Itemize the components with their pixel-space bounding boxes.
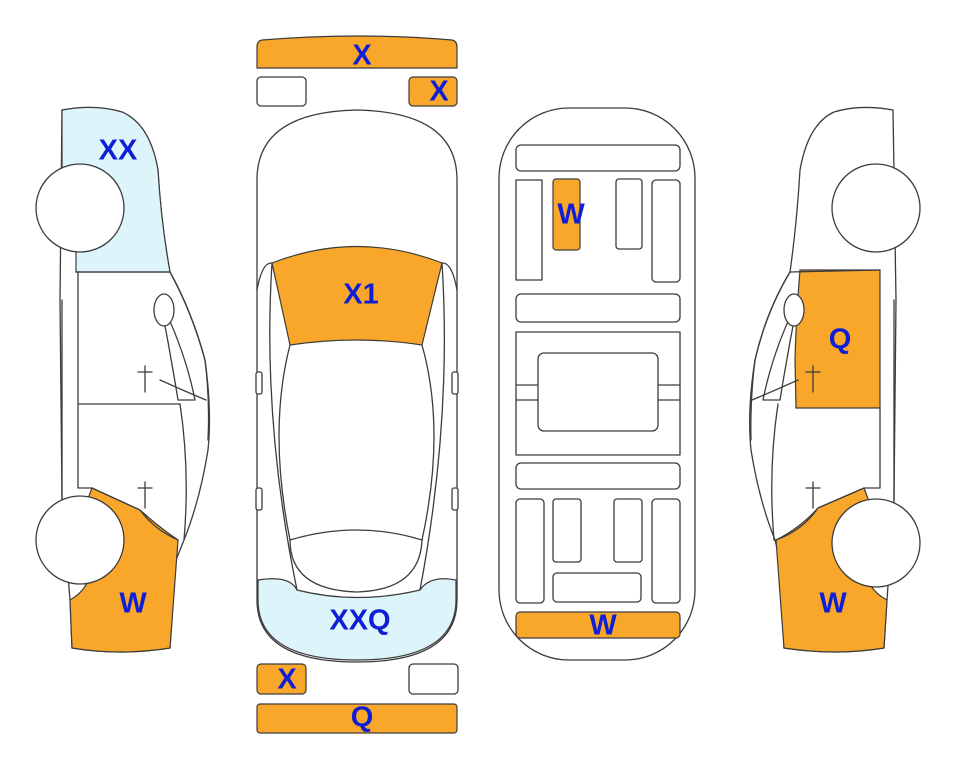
top-right-pillar bbox=[421, 344, 435, 541]
under-rear-left-frame bbox=[515, 498, 545, 604]
top-left-mirror-rear bbox=[255, 487, 263, 511]
right-side-view: Q W bbox=[749, 106, 921, 653]
left-rear-quarter-mark: W bbox=[119, 588, 147, 620]
under-rear-panel-mark: W bbox=[589, 610, 617, 642]
under-rear-panel[interactable] bbox=[515, 611, 681, 639]
left-a-pillar bbox=[75, 271, 210, 441]
under-front-left-frame bbox=[515, 179, 543, 281]
under-rear-rail-right bbox=[613, 498, 643, 563]
under-front-right-frame bbox=[651, 179, 681, 283]
right-front-door[interactable] bbox=[794, 269, 881, 409]
left-front-handle bbox=[137, 365, 153, 393]
right-rear-door bbox=[775, 407, 881, 541]
right-front-wheel bbox=[831, 163, 921, 253]
right-belt-line bbox=[751, 379, 799, 401]
top-left-inner bbox=[269, 262, 298, 591]
left-rear-window bbox=[179, 403, 187, 541]
top-right-mirror-front bbox=[451, 371, 459, 395]
top-left-mirror-front bbox=[255, 371, 263, 395]
under-mid-crossmember bbox=[515, 293, 681, 323]
under-rear-rail-left bbox=[552, 498, 582, 563]
under-front-rail-left[interactable] bbox=[552, 178, 581, 251]
under-rear-crossmember bbox=[515, 462, 681, 490]
front-left-light[interactable] bbox=[256, 76, 307, 107]
left-front-wheel bbox=[35, 163, 125, 253]
right-rear-handle bbox=[805, 481, 821, 509]
under-floor-divider bbox=[515, 384, 681, 401]
rear-parts: X Q bbox=[256, 663, 459, 734]
under-spare-well bbox=[552, 572, 642, 603]
right-mirror bbox=[783, 293, 805, 327]
right-rear-quarter-mark: W bbox=[819, 588, 847, 620]
rear-right-light[interactable] bbox=[408, 663, 459, 695]
top-view: X1 XXQ bbox=[255, 109, 459, 663]
left-front-fender-mark: XX bbox=[99, 135, 138, 167]
rear-left-light-mark: X bbox=[277, 664, 297, 696]
front-parts: X X bbox=[256, 35, 458, 108]
right-window-line bbox=[762, 299, 799, 401]
right-a-pillar bbox=[750, 269, 881, 441]
under-rear-right-frame bbox=[651, 498, 681, 604]
top-body-outline[interactable] bbox=[256, 109, 458, 663]
top-rear-window bbox=[289, 529, 423, 541]
front-right-light-mark: X bbox=[429, 76, 449, 108]
trunk-lid-mark: XXQ bbox=[329, 605, 390, 637]
under-front-rail-mark: W bbox=[557, 199, 585, 231]
hood-mark: X1 bbox=[343, 279, 378, 311]
front-right-light[interactable] bbox=[408, 76, 458, 107]
top-front-shoulder-right bbox=[441, 262, 458, 291]
under-floor-center bbox=[537, 352, 659, 432]
underbody-view: W W bbox=[498, 107, 696, 661]
right-front-door-mark: Q bbox=[829, 324, 852, 356]
right-rear-window bbox=[771, 403, 779, 541]
left-rear-wheel bbox=[35, 495, 125, 585]
rear-bumper[interactable] bbox=[256, 703, 458, 734]
left-mirror bbox=[153, 293, 175, 327]
rear-bumper-mark: Q bbox=[351, 702, 374, 734]
rear-left-light[interactable] bbox=[256, 663, 307, 695]
left-window-line bbox=[159, 299, 196, 401]
top-right-mirror-rear bbox=[451, 487, 459, 511]
top-left-pillar bbox=[278, 344, 291, 541]
top-right-inner bbox=[419, 262, 446, 591]
left-belt-line bbox=[159, 379, 207, 401]
under-front-rail-right bbox=[615, 178, 643, 250]
front-bumper-mark: X bbox=[352, 40, 372, 72]
left-side-view: XX W bbox=[35, 106, 211, 653]
under-floor-left bbox=[515, 331, 681, 456]
left-rear-door bbox=[77, 403, 179, 541]
top-front-shoulder bbox=[256, 262, 273, 291]
top-rear-deck bbox=[289, 539, 423, 593]
under-front-crossmember bbox=[515, 144, 681, 172]
left-rear-handle bbox=[137, 481, 153, 509]
right-front-handle bbox=[805, 365, 821, 393]
front-bumper[interactable] bbox=[256, 35, 458, 69]
right-rear-wheel bbox=[831, 498, 921, 588]
